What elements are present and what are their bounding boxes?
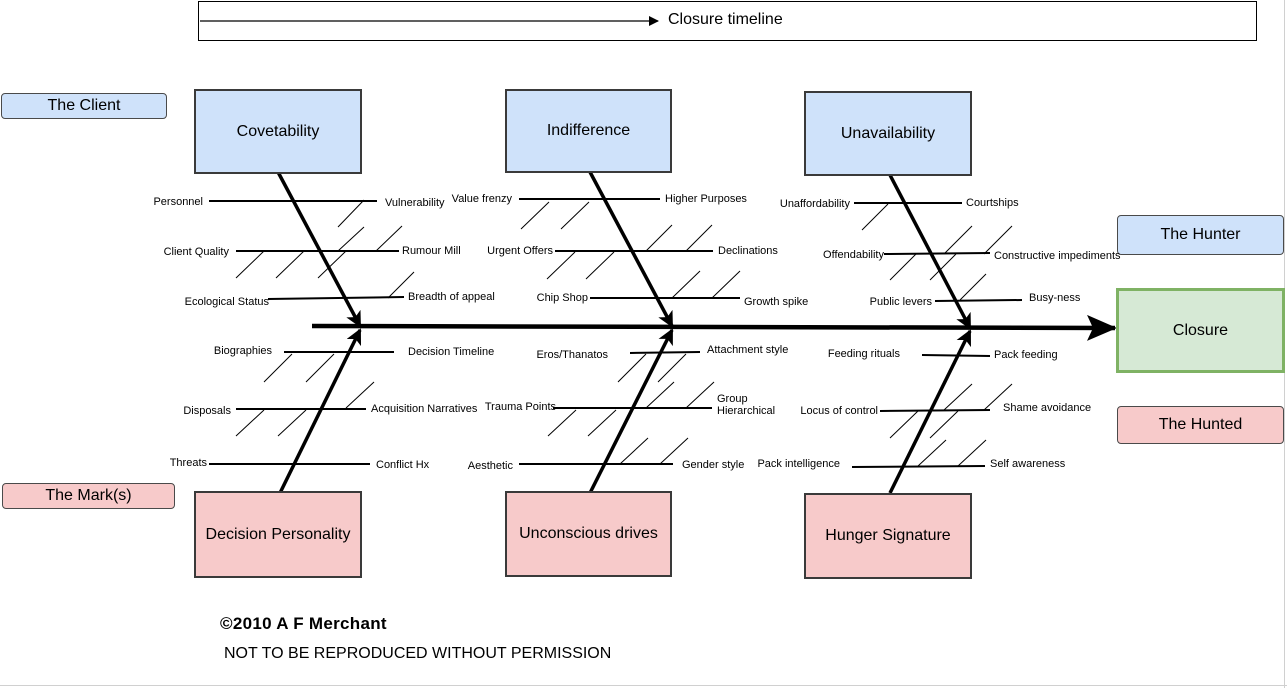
cause-ribs — [209, 198, 1023, 468]
cause-label: Acquisition Narratives — [371, 403, 478, 415]
cause-label: Gender style — [682, 459, 745, 471]
cause-label: Biographies — [213, 345, 272, 357]
cause-label: Constructive impediments — [994, 250, 1121, 262]
cause-label: Higher Purposes — [665, 193, 747, 205]
cause-label: Breadth of appeal — [408, 291, 495, 303]
rib-line — [934, 299, 1023, 302]
cause-label: Unaffordability — [779, 198, 850, 210]
legend-hunter: The Hunter — [1117, 215, 1284, 255]
cause-label: Personnel — [153, 196, 203, 208]
cause-label: Courtships — [966, 197, 1019, 209]
cause-label: Pack feeding — [994, 349, 1058, 361]
rib-line — [267, 296, 405, 300]
legend-client: The Client — [1, 93, 167, 119]
cause-label: Ecological Status — [184, 296, 269, 308]
cause-label: Aesthetic — [467, 460, 513, 472]
effect-box: Closure — [1116, 288, 1285, 373]
bone-unconscious-drives — [588, 328, 674, 494]
cause-label: Public levers — [869, 296, 932, 308]
hatch-strokes — [235, 199, 1013, 467]
bone-covetability — [276, 171, 362, 328]
cause-label: Attachment style — [707, 344, 789, 356]
cause-label: Locus of control — [800, 405, 878, 417]
timeline-label: Closure timeline — [668, 11, 783, 28]
cause-label: Rumour Mill — [402, 245, 461, 257]
cause-label: Offendability — [823, 249, 884, 261]
legend-hunted: The Hunted — [1117, 406, 1284, 444]
cause-label: Chip Shop — [536, 292, 588, 304]
cause-label: Declinations — [718, 245, 778, 257]
rib-line — [851, 465, 986, 468]
cause-label: Client Quality — [163, 246, 229, 258]
cause-label: Vulnerability — [385, 197, 445, 209]
cause-label: Value frenzy — [451, 193, 512, 205]
legend-mark: The Mark(s) — [2, 483, 175, 509]
timeline-frame — [198, 1, 1257, 41]
rib-line — [921, 354, 991, 357]
cause-label: Trauma Points — [484, 401, 556, 413]
cause-label: Shame avoidance — [1003, 402, 1092, 414]
cause-label: Decision Timeline — [408, 346, 495, 358]
cause-label: Eros/Thanatos — [536, 349, 608, 361]
cause-label: Busy-ness — [1029, 292, 1081, 304]
cause-label: Growth spike — [744, 296, 809, 308]
cause-label: Threats — [169, 457, 207, 469]
spine-arrow — [311, 314, 1117, 341]
cause-label: Feeding rituals — [827, 348, 900, 360]
reproduction-notice: NOT TO BE REPRODUCED WITHOUT PERMISSION — [224, 645, 612, 662]
rib-line — [879, 409, 991, 412]
rib-line — [629, 351, 701, 354]
category-decision-personality: Decision Personality — [194, 491, 362, 578]
category-unconscious-drives: Unconscious drives — [505, 491, 672, 577]
frame-divider — [0, 685, 1287, 686]
copyright-text: ©2010 A F Merchant — [220, 614, 387, 633]
category-covetability: Covetability — [194, 89, 362, 174]
category-indifference: Indifference — [505, 89, 672, 173]
bone-decision-personality — [278, 328, 362, 494]
cause-label: Conflict Hx — [376, 459, 430, 471]
cause-label: Self awareness — [990, 458, 1066, 470]
bone-unavailability — [888, 174, 972, 330]
cause-label: Pack intelligence — [757, 458, 840, 470]
category-hunger-signature: Hunger Signature — [804, 493, 972, 579]
bone-indifference — [588, 171, 674, 328]
cause-label: Urgent Offers — [487, 245, 553, 257]
cause-label: Group Hierarchical — [717, 393, 776, 417]
category-unavailability: Unavailability — [804, 91, 972, 176]
rib-line — [883, 252, 991, 255]
cause-label: Disposals — [183, 405, 231, 417]
